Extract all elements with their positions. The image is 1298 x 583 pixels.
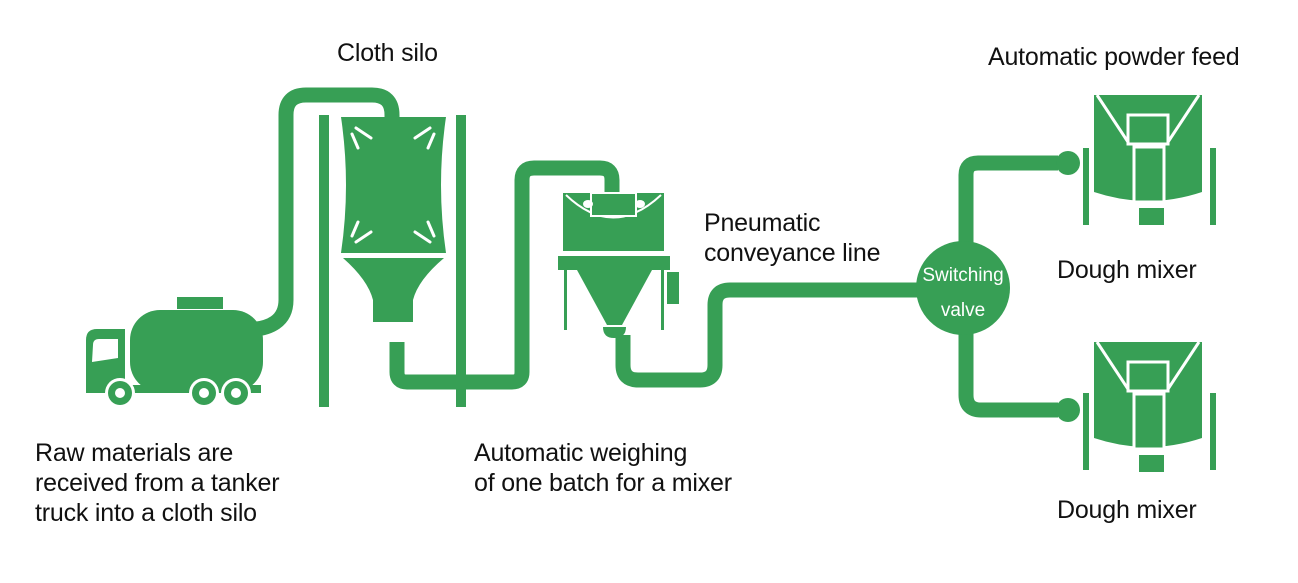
pipe-silo-to-weigher xyxy=(389,160,620,390)
caption-weighing-1: Automatic weighing xyxy=(474,439,688,467)
caption-truck-1: Raw materials are xyxy=(35,439,234,467)
valve-label-1: Switching xyxy=(922,265,1004,286)
label-automatic-powder-feed: Automatic powder feed xyxy=(988,43,1240,71)
label-pneumatic-line-2: conveyance line xyxy=(704,239,881,267)
pipe-weigher-to-valve xyxy=(615,282,920,388)
cloth-silo-icon xyxy=(341,117,446,322)
pipe-valve-to-mixer-top xyxy=(958,155,1058,250)
pipe-truck-to-silo xyxy=(242,87,400,338)
silo-frame-left-post xyxy=(319,115,329,407)
dough-mixer-top-icon xyxy=(1056,94,1216,225)
label-cloth-silo: Cloth silo xyxy=(337,39,438,67)
caption-truck-3: truck into a cloth silo xyxy=(35,499,257,527)
caption-truck-2: received from a tanker xyxy=(35,469,280,497)
caption-weighing-2: of one batch for a mixer xyxy=(474,469,732,497)
label-pneumatic-line-1: Pneumatic xyxy=(704,209,821,237)
weighing-hopper-icon xyxy=(558,192,679,338)
dough-mixer-bottom-icon xyxy=(1056,341,1216,472)
tanker-truck-icon xyxy=(86,297,263,408)
pipe-valve-to-mixer-bottom xyxy=(958,330,1058,418)
label-dough-mixer-bottom: Dough mixer xyxy=(1057,496,1197,524)
label-dough-mixer-top: Dough mixer xyxy=(1057,256,1197,284)
silo-frame-right-post xyxy=(456,115,466,407)
valve-label-2: valve xyxy=(940,300,986,321)
switching-valve-circle xyxy=(916,241,1010,335)
